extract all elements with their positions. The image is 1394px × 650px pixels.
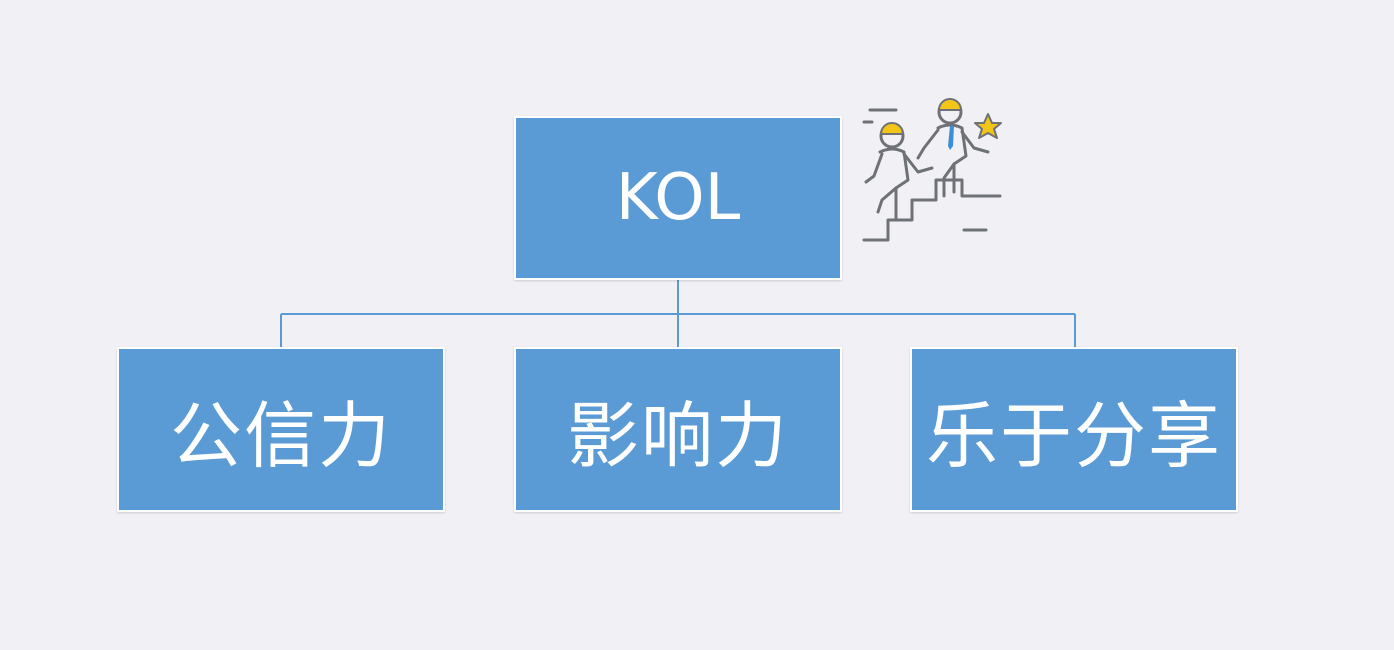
child-node-sharing: 乐于分享 bbox=[910, 347, 1238, 512]
root-node-label: KOL bbox=[615, 161, 741, 235]
child-node-influence: 影响力 bbox=[514, 347, 842, 512]
child-node-label: 影响力 bbox=[566, 394, 789, 478]
child-node-label: 乐于分享 bbox=[925, 394, 1222, 478]
root-node-kol: KOL bbox=[514, 116, 842, 280]
child-node-label: 公信力 bbox=[169, 394, 392, 478]
people-climbing-stairs-star-icon bbox=[862, 98, 1002, 242]
child-node-credibility: 公信力 bbox=[117, 347, 445, 512]
